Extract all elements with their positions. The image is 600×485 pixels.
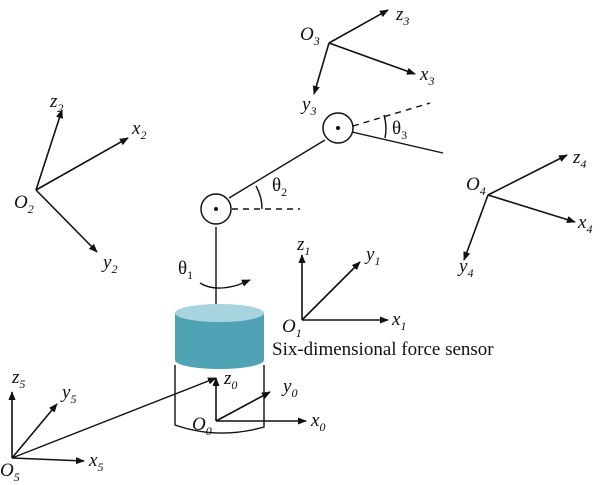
theta1-label: θ1 <box>178 258 193 282</box>
z2-axis <box>35 109 63 191</box>
o1-label: O1 <box>282 316 302 340</box>
frame-o1: z1 y1 x1 O1 <box>282 234 406 340</box>
theta3-arc <box>383 114 387 139</box>
x4-label: x4 <box>577 212 592 236</box>
joint-2-center <box>214 207 218 211</box>
o2-label: O2 <box>14 192 34 216</box>
sensor-label: Six-dimensional force sensor <box>272 339 494 360</box>
o5-to-o0-vector <box>11 377 217 459</box>
frame-o3: O3 z3 x3 y3 <box>300 4 434 118</box>
theta1-rotation-arrow <box>199 279 251 289</box>
y5-label: y5 <box>60 382 76 406</box>
x4-axis <box>487 194 576 224</box>
z5-label: z5 <box>11 367 25 391</box>
z0-label: z0 <box>223 368 237 392</box>
z4-axis <box>487 154 568 196</box>
y3-label: y3 <box>300 94 316 118</box>
z4-label: z4 <box>572 147 586 171</box>
joint-3-center <box>336 126 340 130</box>
frame-o5: z5 y5 x5 O5 <box>0 367 217 484</box>
x3-label: x3 <box>419 64 434 88</box>
theta2-arc <box>255 185 263 210</box>
o3-label: O3 <box>300 24 320 48</box>
y0-axis <box>215 391 271 422</box>
y3-axis <box>312 42 330 95</box>
y5-axis <box>11 403 58 459</box>
theta3-label: θ3 <box>392 118 407 142</box>
x2-axis <box>35 137 129 191</box>
z3-axis <box>328 9 389 44</box>
o5-label: O5 <box>0 460 20 484</box>
force-sensor: Six-dimensional force sensor <box>174 304 494 434</box>
sensor-body <box>175 313 264 370</box>
z3-label: z3 <box>395 4 409 28</box>
forearm-link <box>351 131 444 154</box>
x5-axis <box>11 457 85 465</box>
joint3-reference-dash <box>352 102 431 127</box>
sensor-top <box>175 304 264 322</box>
y1-axis <box>301 261 361 321</box>
y4-label: y4 <box>457 256 473 280</box>
y2-axis <box>35 189 98 253</box>
robot-arm: θ2 θ3 θ1 <box>178 102 444 305</box>
frame-o0: z0 y0 x0 O0 <box>192 368 325 438</box>
x3-axis <box>328 42 416 75</box>
z1-label: z1 <box>296 234 310 258</box>
frame-o4: O4 z4 x4 y4 <box>457 147 592 280</box>
x0-label: x0 <box>310 410 325 434</box>
theta2-label: θ2 <box>272 175 287 199</box>
o4-label: O4 <box>466 174 486 198</box>
y4-axis <box>463 194 489 261</box>
z2-label: z2 <box>49 91 63 115</box>
y0-label: y0 <box>281 376 297 400</box>
base-cylinder <box>174 365 265 434</box>
x1-label: x1 <box>391 309 406 333</box>
frame-o2: z2 x2 y2 O2 <box>14 91 146 276</box>
upper-arm-link <box>228 139 326 199</box>
y1-label: y1 <box>364 244 380 268</box>
y2-label: y2 <box>101 252 117 276</box>
x2-label: x2 <box>131 118 146 142</box>
o0-label: O0 <box>192 414 212 438</box>
x5-label: x5 <box>88 450 103 474</box>
